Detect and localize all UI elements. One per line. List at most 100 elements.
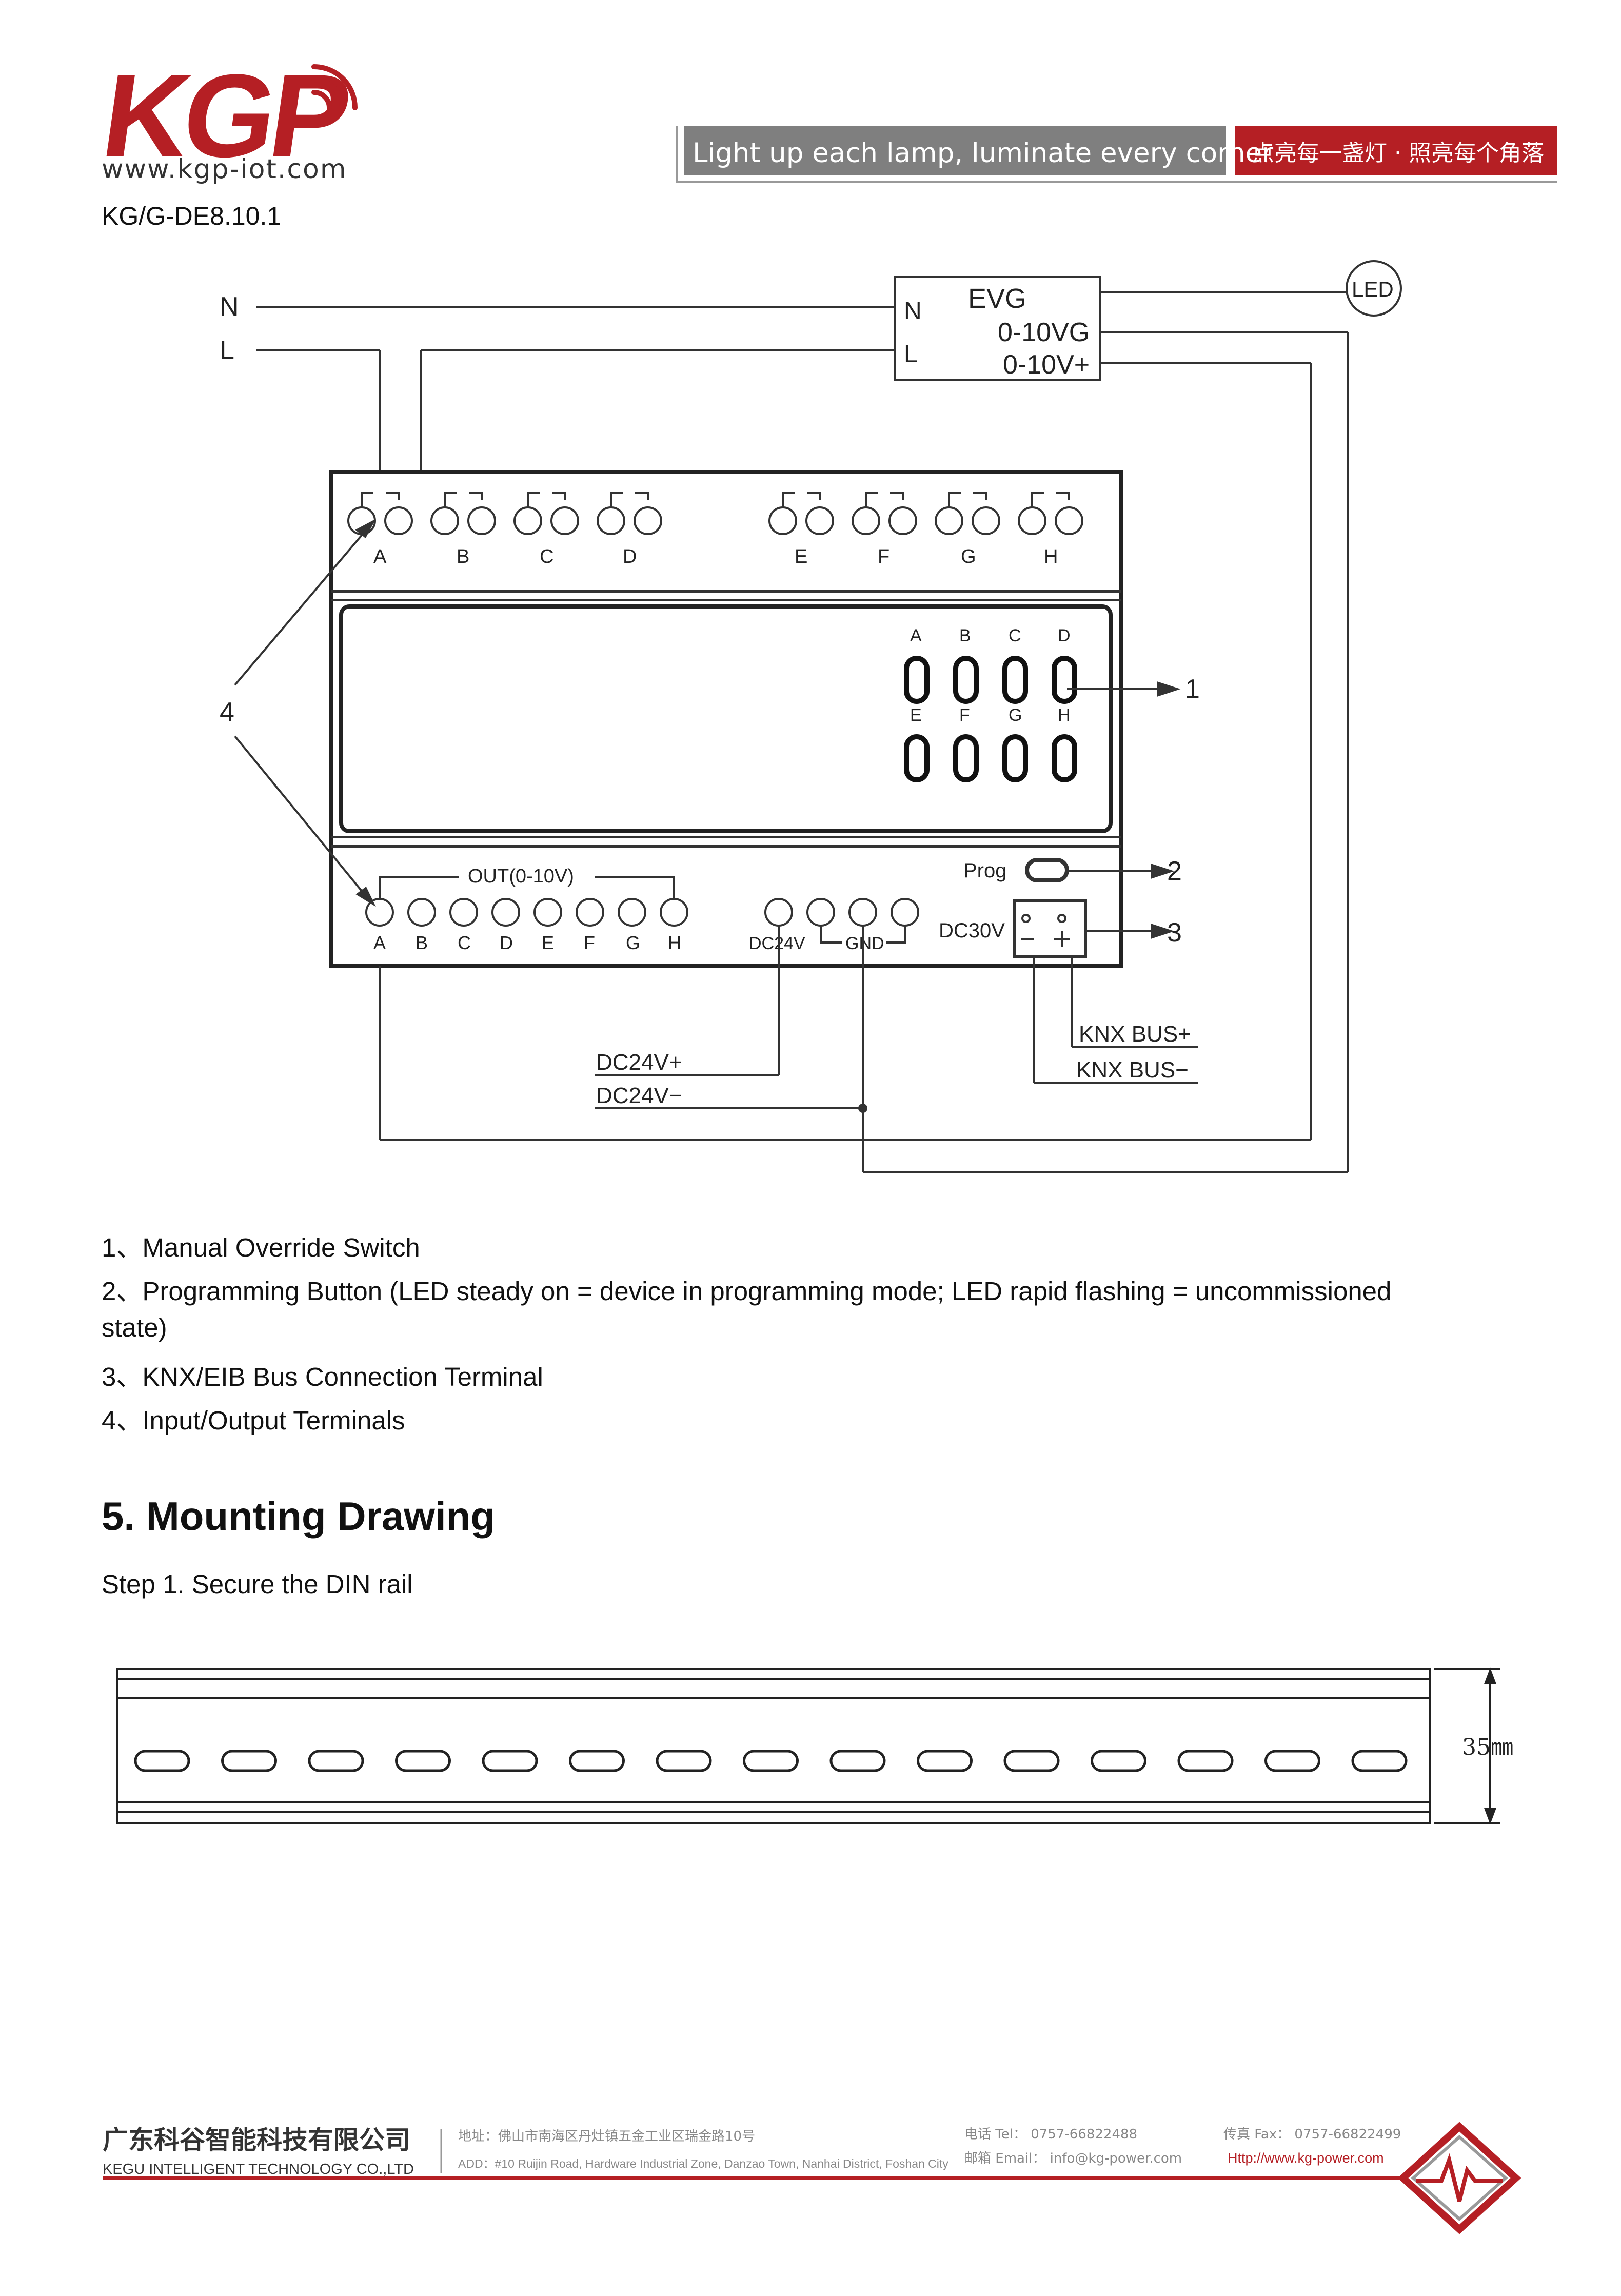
out-label-A: A (373, 932, 386, 953)
evg-n: N (904, 298, 922, 325)
display-digit-H (1052, 734, 1077, 782)
display-digit-C (1002, 656, 1028, 704)
relay-symbol-E (782, 492, 821, 508)
evg-0-10vg: 0-10VG (998, 318, 1090, 347)
out-terminal-H (660, 898, 688, 927)
relay-symbol-F (865, 492, 904, 508)
legend-item-2: 2、Programming Button (LED steady on = de… (102, 1277, 1392, 1306)
slogan-cn: 点亮每一盏灯 · 照亮每个角落 (1252, 140, 1544, 166)
relay-label: A (373, 546, 387, 567)
display-digit-D (1052, 656, 1077, 704)
relay-terminal-B-2 (467, 506, 496, 535)
relay-label: H (1044, 546, 1058, 567)
din-dimension: 35㎜ (1462, 1734, 1513, 1760)
slogan-frame (676, 126, 1557, 183)
out-terminal-A (365, 898, 394, 927)
out-label-F: F (584, 932, 595, 953)
display-digit-A (904, 656, 930, 704)
relay-terminal-A-2 (384, 506, 413, 535)
din-slot (917, 1750, 973, 1772)
evg-box (894, 276, 1101, 381)
footer-web: Http://www.kg-power.com (1228, 2150, 1384, 2166)
section-heading: 5. Mounting Drawing (102, 1494, 495, 1539)
relay-symbol-B (444, 492, 483, 508)
din-slot (829, 1750, 886, 1772)
display-label: E (910, 705, 922, 725)
relay-terminal-G-2 (972, 506, 1000, 535)
prog-label: Prog (963, 859, 1007, 882)
gnd-terminal-2 (891, 898, 919, 927)
din-slot (656, 1750, 712, 1772)
relay-label: B (457, 546, 469, 567)
display-label: B (959, 626, 971, 645)
relay-terminal-D-1 (597, 506, 625, 535)
dc30v-label: DC30V (939, 919, 1005, 942)
led-circle (1346, 260, 1402, 317)
din-slot (1003, 1750, 1060, 1772)
display-digit-B (953, 656, 979, 704)
prog-button (1025, 858, 1069, 882)
relay-label: F (878, 546, 889, 567)
din-slot (569, 1750, 625, 1772)
callout-4: 4 (220, 697, 234, 727)
footer-address-en: ADD：#10 Ruijin Road, Hardware Industrial… (458, 2157, 948, 2170)
din-slot (308, 1750, 364, 1772)
relay-terminal-E-2 (805, 506, 834, 535)
relay-label: G (961, 546, 976, 567)
evg-l: L (904, 341, 918, 368)
din-slot (134, 1750, 190, 1772)
out-label-B: B (416, 932, 428, 953)
din-slot (482, 1750, 538, 1772)
display-digit-F (953, 734, 979, 782)
relay-terminal-F-1 (852, 506, 880, 535)
led-label: LED (1352, 277, 1394, 301)
out-label-E: E (542, 932, 554, 953)
gnd-label: GND (845, 934, 884, 953)
supply-label-n: N (220, 292, 239, 322)
din-rail (116, 1668, 1431, 1824)
out-label-H: H (668, 932, 681, 953)
relay-symbol-A (361, 492, 400, 508)
display-label: C (1009, 626, 1021, 645)
din-slot (221, 1750, 277, 1772)
website-url: www.kgp-iot.com (102, 154, 347, 185)
din-slot (1177, 1750, 1234, 1772)
relay-terminal-G-1 (935, 506, 963, 535)
relay-terminal-D-2 (634, 506, 662, 535)
relay-terminal-E-1 (768, 506, 797, 535)
footer-company-cn: 广东科谷智能科技有限公司 (103, 2125, 410, 2155)
footer-email: 邮箱 Email： info@kg-power.com (964, 2151, 1182, 2166)
step-1-text: Step 1. Secure the DIN rail (102, 1569, 413, 1599)
legend-item-4: 4、Input/Output Terminals (102, 1406, 405, 1435)
din-slot (395, 1750, 451, 1772)
display-label: G (1009, 705, 1022, 725)
relay-label: E (795, 546, 807, 567)
gnd-terminal-1 (848, 898, 877, 927)
callout-1: 1 (1185, 674, 1200, 704)
relay-terminal-H-1 (1018, 506, 1046, 535)
display-label: H (1058, 705, 1071, 725)
relay-terminal-H-2 (1055, 506, 1083, 535)
display-digit-G (1002, 734, 1028, 782)
out-label: OUT(0-10V) (468, 866, 574, 887)
display-label: D (1058, 626, 1071, 645)
legend-item-3: 3、KNX/EIB Bus Connection Terminal (102, 1362, 543, 1391)
out-label-D: D (500, 932, 513, 953)
display-window (339, 604, 1113, 833)
out-terminal-B (407, 898, 436, 927)
slogan-cn-box (1235, 126, 1557, 175)
legend-item-2-cont: state) (102, 1313, 167, 1342)
relay-symbol-C (527, 492, 566, 508)
relay-symbol-H (1031, 492, 1070, 508)
relay-label: D (623, 546, 637, 567)
knx-connector (1013, 899, 1087, 958)
dc24v-terminal-2 (806, 898, 835, 927)
signal-icon (311, 64, 358, 110)
relay-symbol-G (948, 492, 987, 508)
footer-company-en: KEGU INTELLIGENT TECHNOLOGY CO.,LTD (103, 2161, 414, 2177)
din-slot (743, 1750, 799, 1772)
out-terminal-E (533, 898, 562, 927)
out-terminal-D (491, 898, 520, 927)
